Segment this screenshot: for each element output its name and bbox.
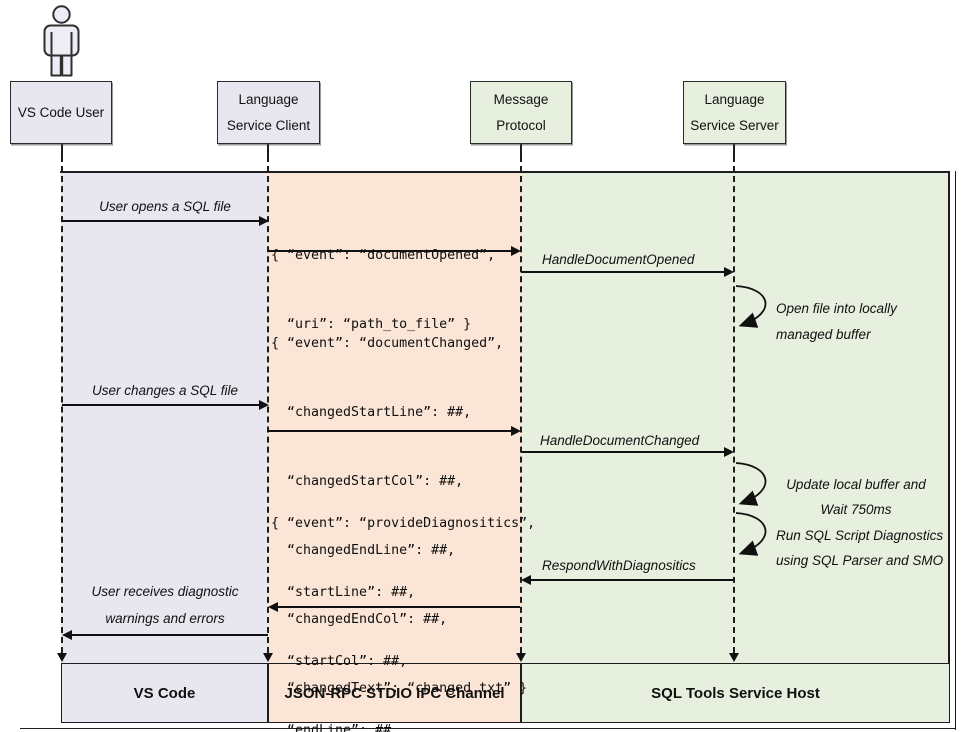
json-line: “endLine”: ##, — [271, 723, 400, 732]
person-leg-left — [50, 54, 62, 77]
actor-label-line2: Service Server — [690, 117, 779, 133]
label-user-changes-file: User changes a SQL file — [91, 383, 239, 398]
json-line: “changedEndCol”: ##, — [271, 612, 448, 627]
json-message-provide-diagnostics: { “event”: “provideDiagnositics”, “start… — [271, 466, 535, 732]
person-leg-right — [61, 54, 73, 77]
json-line: “changedStartCol”: ##, — [271, 474, 464, 489]
lane-ipc-channel — [268, 171, 521, 663]
lane-top-border — [60, 171, 950, 173]
label-line2: managed buffer — [776, 327, 871, 342]
actor-label-line2: Protocol — [496, 117, 546, 133]
label-open-buffer: Open file into locally managed buffer — [776, 296, 897, 348]
actor-box-language-service-client: Language Service Client — [217, 81, 320, 144]
json-line: { “event”: “documentChanged”, — [271, 336, 504, 351]
label-handle-document-opened: HandleDocumentOpened — [542, 252, 695, 267]
arrow-handle-document-changed — [521, 447, 734, 457]
label-line1: Open file into locally — [776, 301, 897, 316]
json-line: “changedText”: “changed txt” } — [271, 681, 528, 696]
actor-box-language-service-server: Language Service Server — [683, 81, 786, 144]
label-line2: warnings and errors — [105, 611, 225, 626]
json-line: “startLine”: ##, — [271, 585, 416, 600]
lifeline-end-arrow-client — [263, 653, 273, 662]
label-line2: using SQL Parser and SMO — [776, 552, 944, 568]
person-icon — [43, 5, 80, 77]
person-head — [52, 5, 71, 24]
actor-box-message-protocol: Message Protocol — [470, 81, 572, 144]
lifeline-end-arrow-user — [56, 653, 67, 662]
actor-label-line1: Language — [238, 91, 299, 107]
label-update-buffer: Update local buffer and Wait 750ms — [770, 472, 942, 522]
outer-frame-right — [955, 171, 956, 730]
footer-box-ipc-channel: JSON-RPC STDIO IPC Channel — [268, 663, 521, 723]
actor-label-line2: Service Client — [226, 117, 311, 133]
arrow-user-receives-diagnostics — [62, 630, 268, 640]
actor-label: VS Code User — [17, 104, 105, 120]
arrow-send-document-changed — [268, 426, 521, 436]
label-line2: Wait 750ms — [820, 502, 892, 517]
label-line1: User receives diagnostic — [91, 584, 239, 599]
lifeline-server — [733, 146, 735, 653]
footer-label: SQL Tools Service Host — [651, 684, 820, 702]
actor-label-line1: Language — [704, 91, 765, 107]
label-user-receives-diagnostics: User receives diagnostic warnings and er… — [62, 578, 268, 632]
label-line1: Update local buffer and — [786, 477, 926, 492]
label-run-diagnostics: Run SQL Script Diagnostics using SQL Par… — [776, 524, 943, 573]
person-torso — [43, 24, 80, 57]
footer-box-vscode: VS Code — [61, 663, 268, 723]
label-respond-with-diagnostics: RespondWithDiagnositics — [542, 558, 696, 573]
json-line: { “event”: “documentOpened”, — [271, 248, 496, 263]
lifeline-protocol — [520, 146, 522, 653]
label-line1: Run SQL Script Diagnostics — [776, 528, 944, 543]
json-line: { “event”: “provideDiagnositics”, — [271, 516, 536, 531]
arrow-send-document-opened — [268, 246, 521, 256]
json-line: “changedEndLine”: ##, — [271, 543, 456, 558]
footer-box-service-host: SQL Tools Service Host — [521, 663, 950, 723]
label-handle-document-changed: HandleDocumentChanged — [540, 433, 700, 448]
label-user-opens-file: User opens a SQL file — [99, 199, 231, 214]
arrow-handle-document-opened — [521, 267, 734, 277]
lifeline-user — [60, 146, 63, 653]
json-line: “uri”: “path_to_file” } — [271, 317, 472, 332]
outer-frame-bottom — [20, 728, 956, 729]
json-line: “changedStartLine”: ##, — [271, 405, 472, 420]
lifeline-client — [267, 146, 269, 653]
json-message-document-opened: { “event”: “documentOpened”, “uri”: “pat… — [271, 198, 495, 382]
lifeline-end-arrow-protocol — [516, 653, 526, 662]
arrow-send-provide-diagnostics — [268, 602, 520, 612]
lane-right-border — [948, 171, 950, 663]
arrow-user-opens-file — [62, 216, 269, 226]
json-message-document-changed: { “event”: “documentChanged”, “changedSt… — [271, 286, 527, 732]
footer-label: JSON-RPC STDIO IPC Channel — [284, 684, 505, 702]
actor-box-vscode-user: VS Code User — [10, 81, 112, 144]
lifeline-end-arrow-server — [729, 653, 739, 662]
footer-label: VS Code — [133, 684, 196, 702]
arrow-user-changes-file — [62, 400, 269, 410]
lane-vscode — [61, 171, 268, 663]
arrow-respond-with-diagnostics — [521, 575, 734, 585]
json-line: “startCol”: ##, — [271, 654, 408, 669]
actor-label-line1: Message — [493, 91, 549, 107]
